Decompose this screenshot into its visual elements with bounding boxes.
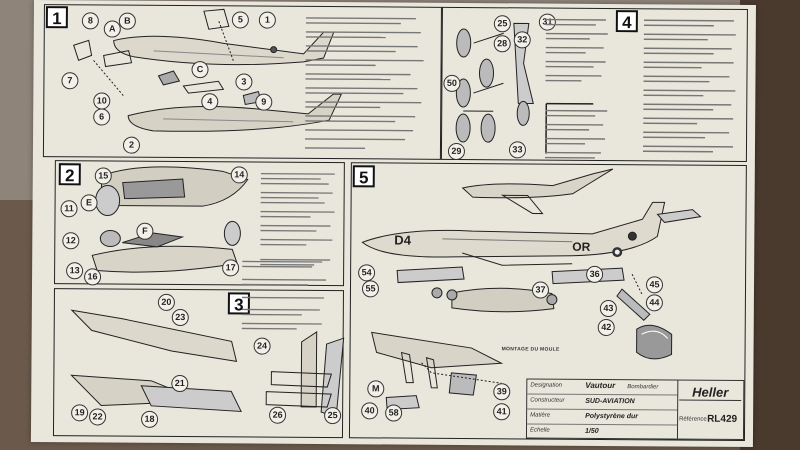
part-callout: 12 — [62, 232, 80, 250]
part-callout: 24 — [253, 337, 271, 355]
panel-3-instructions — [241, 257, 338, 337]
panel-4-instructions-left — [544, 16, 616, 171]
instruction-text-lines — [544, 18, 608, 159]
instruction-sheet: 1 4 2 3 5 — [30, 0, 756, 448]
aircraft-code-left: D4 — [394, 232, 412, 248]
part-callout: 58 — [385, 404, 403, 422]
part-callout: 15 — [94, 167, 112, 185]
part-callout: 43 — [599, 299, 617, 318]
part-callout: 50 — [443, 74, 461, 92]
instruction-text-lines — [241, 260, 327, 330]
echelle-value: 1/50 — [584, 427, 599, 435]
part-callout: 14 — [230, 166, 248, 184]
part-callout: 4 — [201, 93, 219, 111]
designation-row: Designation Vautour Bombardier — [527, 379, 678, 396]
part-callout: C — [191, 61, 209, 79]
part-callout: 42 — [597, 318, 615, 337]
part-callout: 28 — [493, 35, 511, 53]
part-callout: 7 — [61, 72, 79, 90]
part-callout: 25 — [493, 15, 511, 33]
part-callout: 29 — [447, 142, 466, 161]
part-callout: 21 — [171, 374, 189, 393]
part-callout: 8 — [81, 12, 99, 30]
instruction-text-lines — [304, 17, 424, 150]
panel-1-instructions — [304, 14, 436, 159]
matiere-row: Matière Polystyrène dur — [527, 409, 678, 426]
part-callout: 40 — [361, 402, 379, 420]
title-block-divider — [676, 380, 679, 439]
part-callout: 6 — [93, 108, 111, 126]
part-callout: 9 — [255, 93, 273, 111]
part-callout: B — [118, 12, 136, 30]
part-callout: 25 — [324, 407, 342, 425]
part-callout: 22 — [89, 408, 107, 426]
aircraft-code-right: OR — [572, 239, 591, 254]
part-callout: 11 — [60, 200, 78, 218]
part-callout: 33 — [508, 141, 527, 159]
part-callout: 41 — [493, 403, 511, 421]
part-callout: 5 — [231, 11, 249, 29]
part-callout: 55 — [361, 280, 380, 298]
part-callout: 26 — [269, 406, 287, 424]
panel-4-instructions-right — [642, 16, 744, 171]
part-callout: 23 — [171, 308, 189, 327]
assembly-line-art — [70, 8, 702, 418]
matiere-value: Polystyrène dur — [585, 412, 639, 421]
part-callout: 19 — [71, 404, 89, 422]
reference-value: RL429 — [707, 413, 738, 425]
part-callout: 13 — [66, 262, 84, 280]
panel-2-instructions — [260, 170, 341, 285]
title-block: Designation Vautour Bombardier Construct… — [525, 378, 745, 440]
brand-logo: Heller — [679, 384, 742, 401]
designation-sub: Bombardier — [627, 384, 659, 391]
part-callout: 44 — [645, 294, 663, 312]
part-callout: 36 — [586, 265, 604, 283]
part-callout: 39 — [493, 383, 511, 401]
part-callout: M — [367, 380, 385, 398]
instruction-text-lines — [642, 19, 736, 153]
part-callout: 3 — [235, 73, 253, 91]
part-callout: 1 — [258, 11, 276, 29]
part-callout: 18 — [141, 410, 159, 428]
part-callout: F — [136, 222, 154, 240]
designation-label: Designation — [530, 382, 563, 389]
part-callout: 32 — [513, 31, 531, 49]
constructeur-value: SUD-AVIATION — [585, 397, 635, 406]
designation-value: Vautour — [585, 380, 616, 391]
part-callout: 16 — [84, 268, 102, 286]
part-callout: 17 — [222, 259, 240, 277]
montage-label: MONTAGE DU MOULE — [501, 346, 560, 353]
part-callout: 37 — [531, 281, 550, 299]
constructeur-label: Constructeur — [530, 397, 565, 404]
part-callout: 45 — [645, 276, 664, 294]
echelle-label: Echelle — [529, 427, 550, 434]
instruction-text-lines — [260, 172, 335, 266]
part-callout: 2 — [122, 136, 141, 154]
reference-label: Référence — [679, 416, 707, 423]
part-callout: 10 — [93, 92, 111, 110]
part-callout: E — [80, 194, 98, 212]
part-callout: 54 — [358, 264, 376, 282]
constructeur-row: Constructeur SUD-AVIATION — [527, 394, 678, 411]
echelle-row: Echelle 1/50 — [527, 424, 677, 439]
matiere-label: Matière — [530, 412, 551, 419]
